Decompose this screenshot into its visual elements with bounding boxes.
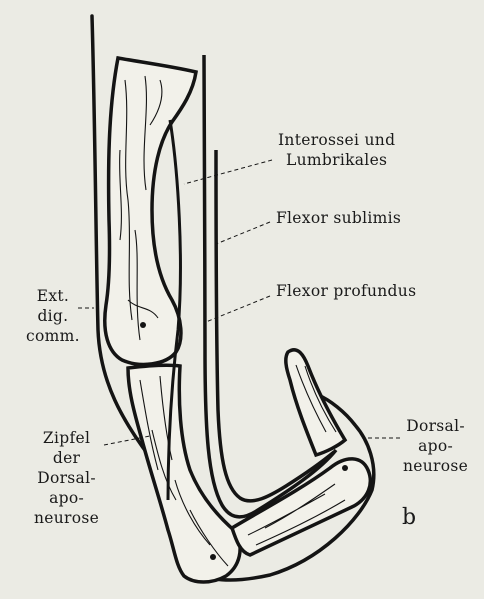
flexor-sublimis-tendon xyxy=(202,54,338,519)
bone-grain xyxy=(139,375,229,567)
label-flexor-profundus: Flexor profundus xyxy=(276,282,417,300)
proximal-phalanx-bone xyxy=(103,55,198,367)
leader-lines xyxy=(78,159,400,446)
label-line: Ext. xyxy=(36,287,70,305)
label-line: Dorsal- xyxy=(37,469,96,487)
flexor-profundus-tendon xyxy=(214,149,336,503)
label-ext-dig-comm: Ext. dig. comm. xyxy=(26,286,80,346)
label-line: neurose xyxy=(34,509,100,527)
label-line: Dorsal- xyxy=(406,417,465,435)
leader-interossei xyxy=(183,159,273,185)
fingertip-nail xyxy=(284,348,348,458)
label-line: neurose xyxy=(403,457,469,475)
joint-point xyxy=(140,322,146,328)
joint-point xyxy=(342,465,348,471)
joint-point xyxy=(210,554,216,560)
label-line: apo- xyxy=(418,437,454,455)
label-zipfel-der-dorsalaponeurose: Zipfel der Dorsal- apo- neurose xyxy=(34,428,99,528)
middle-phalanx-bone xyxy=(126,363,242,584)
label-line: apo- xyxy=(49,489,85,507)
label-dorsalaponeurose: Dorsal- apo- neurose xyxy=(403,416,468,476)
label-line: Zipfel xyxy=(42,429,91,447)
leader-flexor-sublimis xyxy=(215,221,271,245)
label-interossei-lumbrikales: Interossei und Lumbrikales xyxy=(278,130,395,170)
label-flexor-sublimis: Flexor sublimis xyxy=(276,209,402,227)
bone-grain xyxy=(119,75,163,341)
label-line: dig. xyxy=(37,307,69,325)
panel-letter: b xyxy=(402,505,417,530)
label-line: Interossei und xyxy=(278,131,396,149)
leader-zipfel xyxy=(103,435,151,446)
bone-grain xyxy=(247,483,346,546)
label-line: der xyxy=(52,449,81,467)
leader-flexor-profundus xyxy=(205,295,271,323)
bone-grain xyxy=(295,364,337,433)
label-line: comm. xyxy=(26,327,80,345)
label-line: Lumbrikales xyxy=(286,151,388,169)
interossei-line xyxy=(166,119,182,501)
